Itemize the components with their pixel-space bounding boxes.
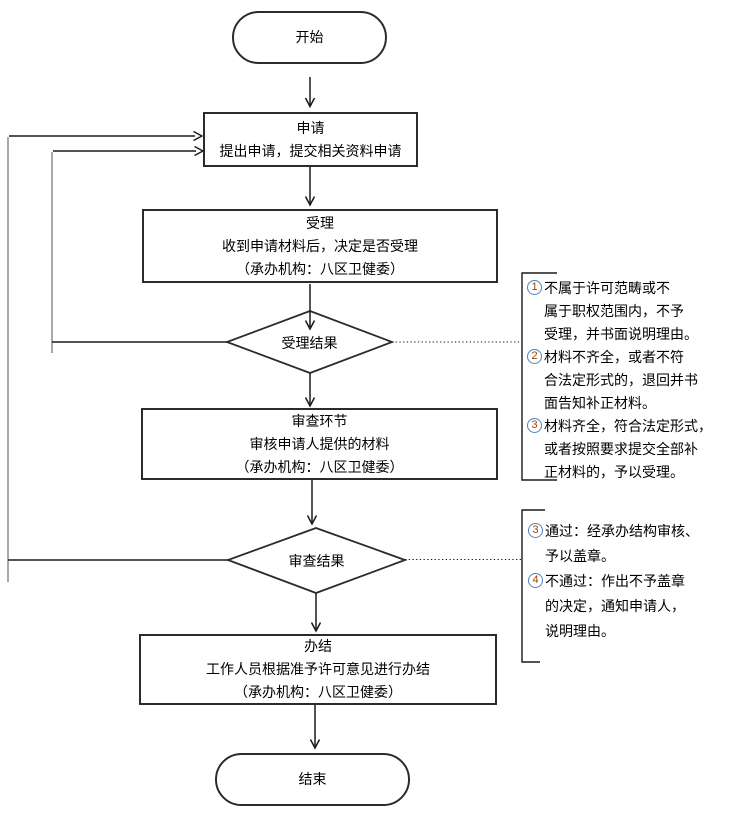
arrowhead-down-icon xyxy=(304,397,316,408)
flow-arrows xyxy=(304,77,322,750)
note-item: 3 材料齐全，符合法定形式， 或者按照要求提交全部补 正材料的，予以受理。 xyxy=(527,415,729,484)
note-line: 受理，并书面说明理由。 xyxy=(544,326,698,342)
node-review: 审查环节 审核申请人提供的材料 （承办机构：八区卫健委） xyxy=(141,408,498,480)
complete-desc: 工作人员根据准予许可意见进行办结 xyxy=(206,661,430,677)
note-line: 的决定，通知申请人， xyxy=(545,598,685,614)
arrowhead-down-icon xyxy=(304,97,316,109)
node-complete: 办结 工作人员根据准予许可意见进行办结 （承办机构：八区卫健委） xyxy=(139,634,497,705)
node-end: 结束 xyxy=(215,753,410,806)
circled-number-icon: 3 xyxy=(527,418,542,433)
arrowhead-down-icon xyxy=(309,739,321,750)
note-item: 4 不通过：作出不予盖章 的决定，通知申请人， 说明理由。 xyxy=(528,569,728,644)
note-item: 2 材料不齐全，或者不符 合法定形式的，退回并书 面告知补正材料。 xyxy=(527,346,729,415)
accept-result-note: 1 不属于许可范畴或不 属于职权范围内，不予 受理，并书面说明理由。 2 材料不… xyxy=(527,277,729,484)
arrowhead-down-icon xyxy=(304,196,316,207)
node-apply: 申请 提出申请，提交相关资料申请 xyxy=(203,112,418,167)
arrowhead-down-icon xyxy=(310,622,322,633)
accept-desc: 收到申请材料后，决定是否受理 xyxy=(222,237,418,254)
complete-title: 办结 xyxy=(304,638,332,654)
accept-note-bracket xyxy=(521,272,557,481)
circled-number-icon: 1 xyxy=(527,280,542,295)
accept-agency: （承办机构：八区卫健委） xyxy=(236,260,404,277)
arrowhead-down-icon xyxy=(304,320,316,331)
accept-title: 受理 xyxy=(306,214,334,231)
note-line: 材料齐全，符合法定形式， xyxy=(544,418,712,434)
arrowhead-down-icon xyxy=(306,515,318,526)
note-item: 1 不属于许可范畴或不 属于职权范围内，不予 受理，并书面说明理由。 xyxy=(527,277,729,346)
arrowhead-right-icon xyxy=(193,130,204,142)
circled-number-icon: 4 xyxy=(528,573,543,588)
start-label: 开始 xyxy=(295,29,324,45)
note-line: 说明理由。 xyxy=(545,623,615,639)
review-note-bracket xyxy=(521,509,545,663)
circled-number-icon: 2 xyxy=(527,349,542,364)
note-line: 不通过：作出不予盖章 xyxy=(545,573,685,589)
apply-title: 申请 xyxy=(296,119,325,136)
apply-desc: 提出申请，提交相关资料申请 xyxy=(219,142,402,159)
note-line: 不属于许可范畴或不 xyxy=(544,280,670,296)
note-line: 面告知补正材料。 xyxy=(544,395,656,411)
accept-result-label: 受理结果 xyxy=(281,335,338,351)
circled-number-icon: 3 xyxy=(528,523,543,538)
note-line: 合法定形式的，退回并书 xyxy=(544,372,698,388)
review-agency: （承办机构：八区卫健委） xyxy=(235,458,404,475)
end-label: 结束 xyxy=(298,771,327,787)
review-result-note: 3 通过：经承办结构审核、 予以盖章。 4 不通过：作出不予盖章 的决定，通知申… xyxy=(528,519,728,644)
note-line: 正材料的，予以受理。 xyxy=(544,464,684,480)
complete-agency: （承办机构：八区卫健委） xyxy=(234,684,402,700)
note-line: 予以盖章。 xyxy=(545,548,615,564)
review-title: 审查环节 xyxy=(291,412,348,429)
node-accept: 受理 收到申请材料后，决定是否受理 （承办机构：八区卫健委） xyxy=(142,209,498,283)
feedback-loop-review xyxy=(7,130,228,582)
note-line: 属于职权范围内，不予 xyxy=(544,303,684,319)
node-start: 开始 xyxy=(232,11,387,64)
note-line: 材料不齐全，或者不符 xyxy=(544,349,684,365)
note-line: 通过：经承办结构审核、 xyxy=(545,523,699,539)
note-line: 或者按照要求提交全部补 xyxy=(544,441,698,457)
review-desc: 审核申请人提供的材料 xyxy=(249,435,390,452)
review-result-label: 审查结果 xyxy=(288,553,345,569)
note-item: 3 通过：经承办结构审核、 予以盖章。 xyxy=(528,519,728,569)
